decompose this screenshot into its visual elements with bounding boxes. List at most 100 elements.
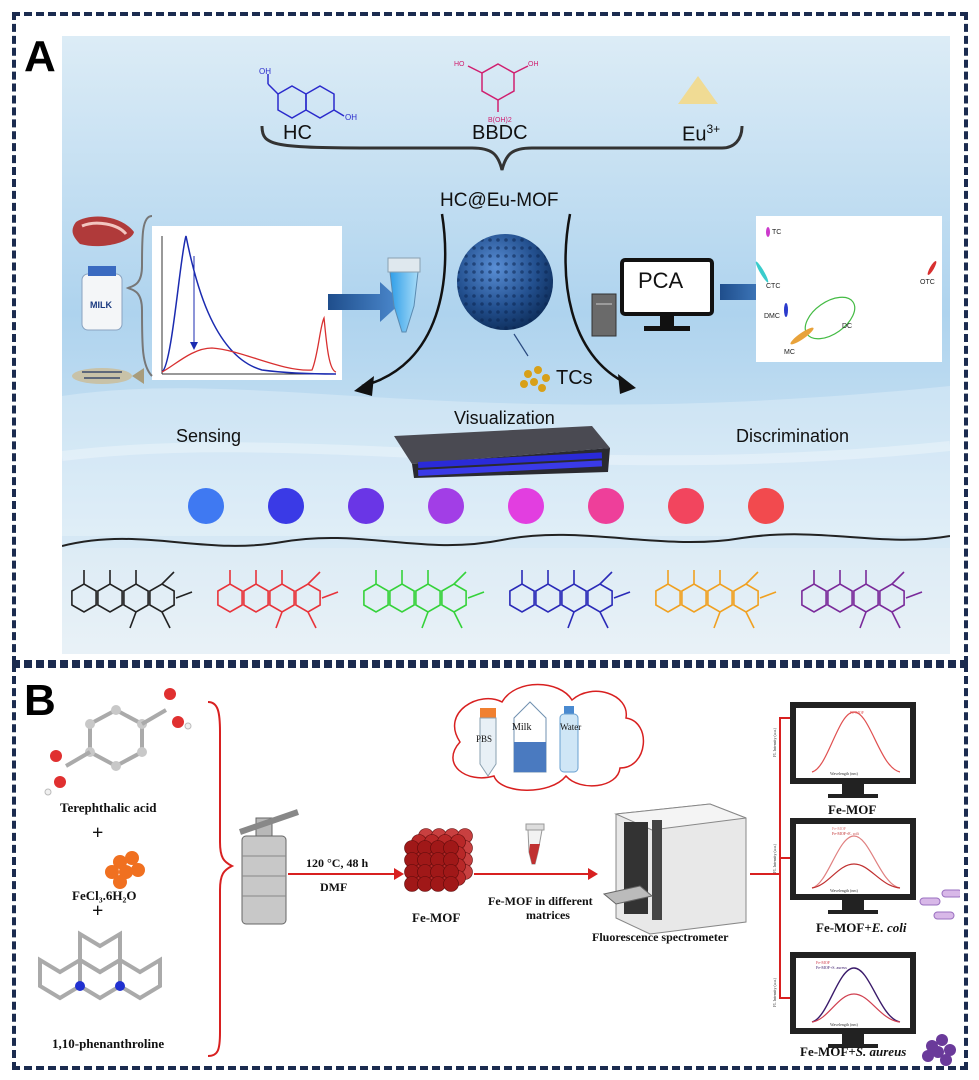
svg-text:OH: OH	[259, 67, 271, 76]
panel-a-frame	[12, 12, 968, 664]
svg-text:OH: OH	[345, 113, 357, 122]
fecl3-label: FeCl₃.6H₂O	[72, 888, 137, 903]
tetracycline-molecule-icon	[71, 570, 193, 629]
fe-mof-cube-icon	[404, 828, 473, 892]
pca-computer-icon	[591, 258, 714, 337]
plus-2: +	[92, 900, 104, 922]
uv-lamp-icon	[394, 426, 610, 478]
tetracycline-molecule-icon	[801, 570, 923, 629]
output-saureus-prefix: Fe-MOF+	[800, 1044, 856, 1059]
pca-point-otc: OTC	[920, 279, 935, 286]
tetracycline-molecule-icon	[363, 570, 485, 629]
plot-2-legend-2: Fe-MOF+E. coli	[832, 831, 859, 836]
pca-point-dmc: DMC	[764, 313, 780, 320]
panel-b-frame	[12, 664, 968, 1070]
discrimination-label: Discrimination	[736, 426, 850, 446]
plot-3-legend-2: Fe-MOF+S. aureus	[816, 965, 847, 970]
svg-text:B(OH)2: B(OH)2	[488, 117, 512, 124]
s-aureus-bacteria-icon	[922, 1034, 956, 1066]
output-fe-mof-ecoli-label: Fe-MOF+E. coli	[816, 920, 906, 936]
cloud-milk-label: Milk	[512, 722, 532, 733]
tetracycline-molecule-icon	[217, 570, 339, 629]
fluorescence-color-dot	[348, 488, 384, 524]
plus-1: +	[92, 822, 104, 844]
cloud-pbs-label: PBS	[476, 734, 493, 744]
svg-text:HO: HO	[454, 61, 465, 68]
pca-scatter-plot	[756, 216, 942, 362]
fluorescence-color-dot	[188, 488, 224, 524]
conditions-temp-time: 120 °C, 48 h	[306, 856, 369, 870]
pca-label: PCA	[638, 268, 684, 293]
plot-1-ylabel: FL Intensity (a.u.)	[771, 728, 777, 757]
fluorescence-spectrometer-icon	[602, 803, 747, 935]
plot-2-xlabel: Wavelength (nm)	[830, 888, 858, 893]
cloud-water-label: Water	[560, 722, 582, 732]
svg-text:OH: OH	[528, 61, 539, 68]
phenanthroline-icon	[38, 930, 162, 1001]
eu-ion-icon	[678, 76, 718, 104]
eu-label: Eu	[682, 123, 707, 146]
water-bottle-icon	[559, 706, 579, 773]
plot-2-legend-1: Fe-MOF	[832, 826, 847, 831]
fecl3-icon	[105, 851, 145, 889]
hc-label: HC	[283, 122, 312, 144]
fluorescence-color-dot	[748, 488, 784, 524]
tetracycline-molecule-icon	[509, 570, 631, 629]
milk-bottle-icon	[81, 266, 123, 331]
visualization-label: Visualization	[454, 408, 555, 428]
spectrometer-label: Fluorescence spectrometer	[592, 930, 729, 944]
panel-b-illustration	[38, 683, 960, 1066]
pbs-tube-icon	[479, 708, 497, 777]
fluorescence-color-row	[188, 488, 788, 528]
milk-label: MILK	[90, 300, 112, 310]
monitor-fe-mof-saureus	[790, 952, 916, 1048]
milk-carton-icon	[513, 701, 547, 773]
plot-1-xlabel: Wavelength (nm)	[830, 771, 858, 776]
output-fe-mof-label: Fe-MOF	[828, 802, 877, 817]
fluorescence-color-dot	[508, 488, 544, 524]
hc-molecule-icon	[267, 74, 345, 119]
eu-charge: 3+	[706, 122, 721, 136]
tetracycline-molecule-icon	[655, 570, 777, 629]
panel-b-letter: B	[24, 676, 56, 725]
meat-icon	[72, 216, 134, 247]
conditions-solvent: DMF	[320, 880, 348, 894]
bbdc-label: BBDC	[472, 122, 528, 144]
hc-eu-mof-label: HC@Eu-MOF	[440, 190, 559, 211]
fish-icon	[72, 368, 144, 384]
tcs-label: TCs	[556, 367, 593, 389]
output-ecoli-prefix: Fe-MOF+	[816, 920, 872, 935]
pca-point-mc: MC	[784, 349, 795, 356]
cuvette-tube-icon	[387, 257, 421, 333]
pca-point-ctc: CTC	[766, 283, 780, 290]
plot-3-legend-1: Fe-MOF	[816, 960, 831, 965]
tetracycline-molecules-row	[62, 556, 950, 652]
sensing-label: Sensing	[176, 426, 242, 446]
output-fe-mof-saureus-label: Fe-MOF+S. aureus	[800, 1044, 906, 1060]
fluorescence-color-dot	[428, 488, 464, 524]
matrices-label-2: matrices	[526, 908, 570, 922]
plot-3-ylabel: FL Intensity (a.u.)	[771, 978, 777, 1007]
matrices-cloud	[452, 683, 645, 791]
eu-ion-label: Eu3+	[682, 122, 720, 147]
bbdc-molecule-icon	[467, 63, 529, 112]
fluorescence-color-dot	[268, 488, 304, 524]
output-saureus-name: S. aureus	[855, 1044, 907, 1059]
pca-point-tc: TC	[772, 229, 781, 236]
terephthalic-acid-label: Terephthalic acid	[60, 800, 157, 815]
matrices-label-1: Fe-MOF in different	[488, 894, 593, 908]
sensing-spectrum-plot	[152, 226, 342, 380]
output-ecoli-name: E. coli	[871, 920, 907, 935]
plot-1-legend: Fe-MOF	[850, 710, 865, 715]
plot-3-xlabel: Wavelength (nm)	[830, 1022, 858, 1027]
fluorescence-color-dot	[668, 488, 704, 524]
pca-point-dc: DC	[842, 323, 852, 330]
tcs-particles-icon	[520, 366, 550, 392]
e-coli-bacteria-icon	[919, 889, 960, 920]
autoclave-icon	[239, 809, 299, 925]
fe-mof-sphere	[443, 876, 459, 892]
fluorescence-color-dot	[588, 488, 624, 524]
sample-tube-icon	[525, 823, 545, 865]
plot-2-ylabel: FL Intensity (a.u.)	[771, 844, 777, 873]
top-brace	[260, 125, 744, 171]
